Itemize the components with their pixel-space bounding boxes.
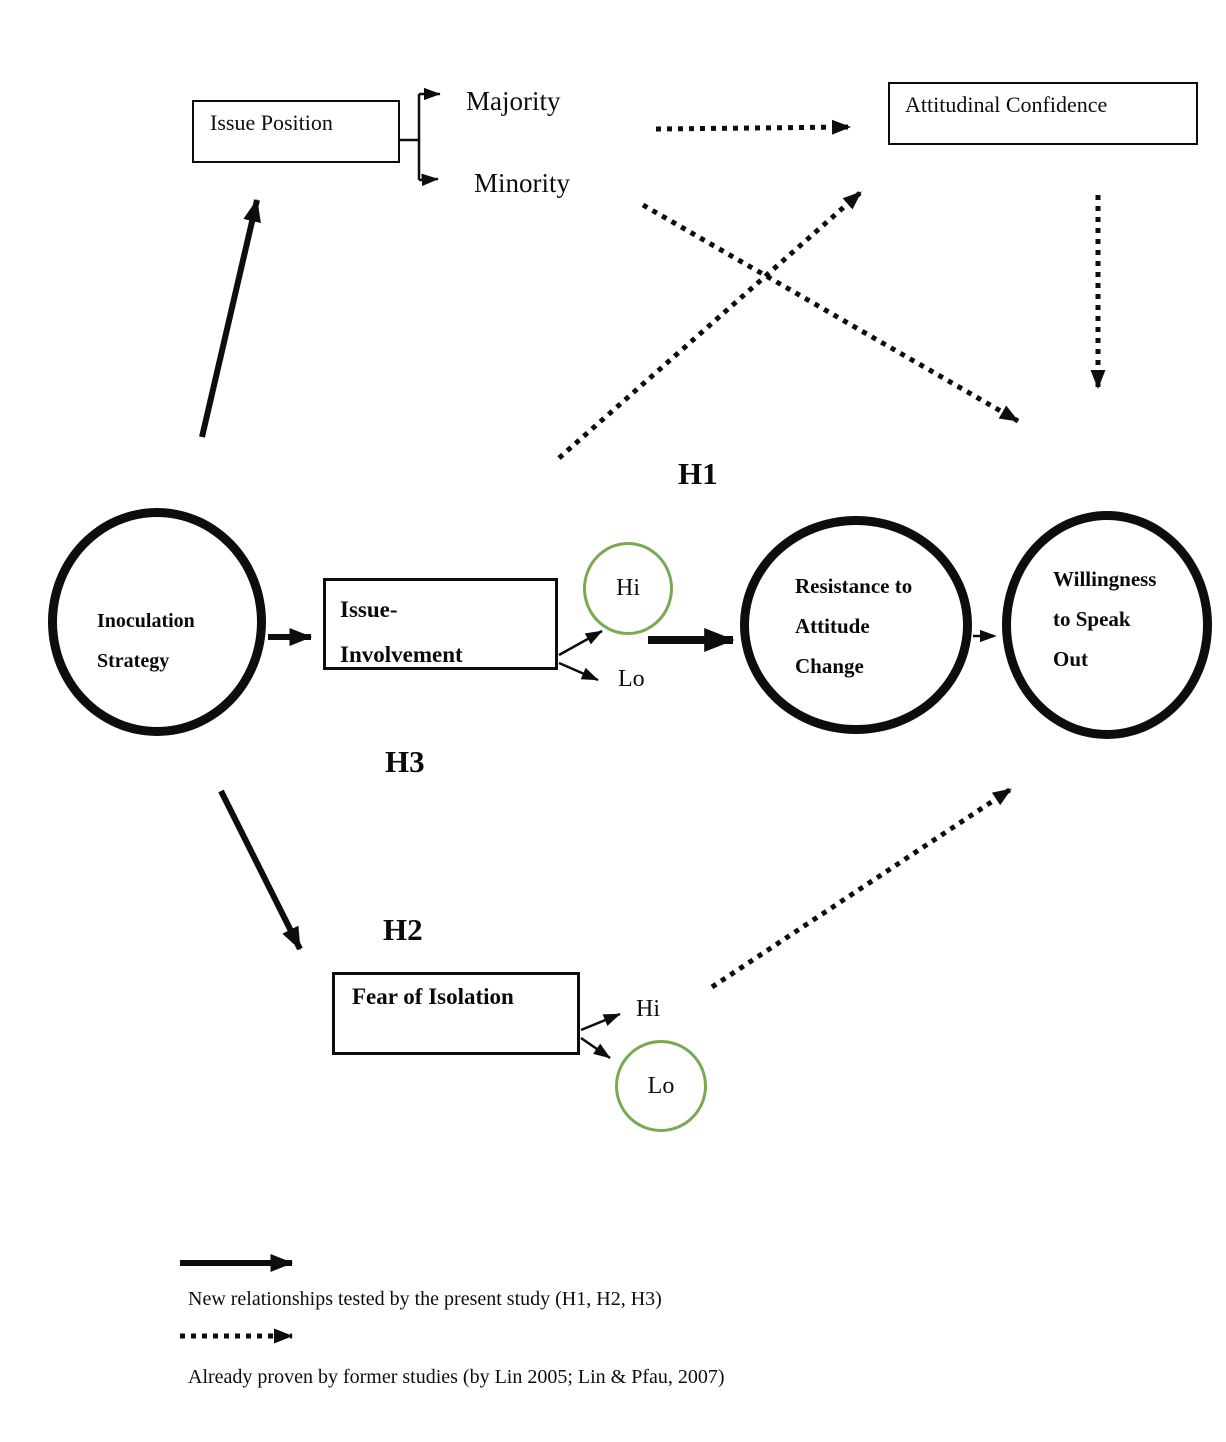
- arrow-inoculation-to-issue-position: [199, 198, 261, 438]
- attitudinal-confidence-box: [888, 82, 1198, 145]
- issue-involvement-label: Issue- Involvement: [340, 587, 463, 677]
- resistance-circle: [740, 516, 972, 734]
- dotted-arrow-to-attitudinal-confidence: [655, 119, 851, 135]
- attitudinal-confidence-label: Attitudinal Confidence: [905, 92, 1108, 117]
- inoculation-strategy-line2: Strategy: [97, 650, 170, 672]
- majority-label: Majority: [466, 86, 561, 116]
- resistance-label: Resistance to Attitude Change: [795, 566, 912, 686]
- minority-label: Minority: [474, 168, 571, 198]
- issue-position-box: [192, 100, 400, 163]
- inoculation-strategy-circle: [48, 508, 266, 736]
- arrow-fear-to-lo: [580, 1036, 611, 1060]
- involvement-hi-label: Hi: [616, 575, 640, 601]
- involvement-lo-label: Lo: [618, 666, 645, 692]
- fear-lo-circle: Lo: [615, 1040, 707, 1132]
- willingness-line3: Out: [1053, 647, 1089, 671]
- resistance-line2: Attitude: [795, 614, 870, 638]
- inoculation-strategy-line1: Inoculation: [97, 610, 195, 632]
- arrow-involvement-to-lo: [558, 661, 599, 682]
- h3-label: H3: [385, 744, 425, 779]
- dotted-arrow-cross-down: [641, 202, 1020, 424]
- resistance-line3: Change: [795, 654, 864, 678]
- arrow-fear-to-hi: [580, 1012, 621, 1032]
- involvement-hi-circle: Hi: [583, 542, 673, 635]
- fear-hi-label: Hi: [636, 996, 660, 1022]
- willingness-line1: Willingness: [1053, 567, 1157, 591]
- willingness-circle: [1002, 511, 1212, 739]
- willingness-label: Willingness to Speak Out: [1053, 559, 1156, 679]
- inoculation-strategy-label: Inoculation Strategy: [97, 601, 195, 681]
- willingness-line2: to Speak: [1053, 607, 1131, 631]
- issue-involvement-line1: Issue-: [340, 597, 398, 622]
- fear-of-isolation-box: [332, 972, 580, 1055]
- legend-dotted-label: Already proven by former studies (by Lin…: [188, 1366, 725, 1388]
- h1-label: H1: [678, 456, 718, 491]
- fear-of-isolation-label: Fear of Isolation: [352, 984, 514, 1009]
- arrow-involvement-to-hi: [558, 629, 603, 657]
- issue-position-label: Issue Position: [210, 110, 333, 135]
- arrow-inoculation-to-fear: [218, 789, 303, 951]
- h2-label: H2: [383, 912, 423, 947]
- issue-involvement-line2: Involvement: [340, 642, 463, 667]
- arrow-to-minority: [418, 173, 439, 187]
- dotted-arrow-cross-up: [557, 190, 863, 460]
- dotted-arrow-fearhi-to-willingness: [710, 786, 1013, 990]
- resistance-line1: Resistance to: [795, 574, 913, 598]
- legend-solid-label: New relationships tested by the present …: [188, 1288, 662, 1310]
- fear-lo-label: Lo: [647, 1072, 675, 1099]
- issue-involvement-box: [323, 578, 558, 670]
